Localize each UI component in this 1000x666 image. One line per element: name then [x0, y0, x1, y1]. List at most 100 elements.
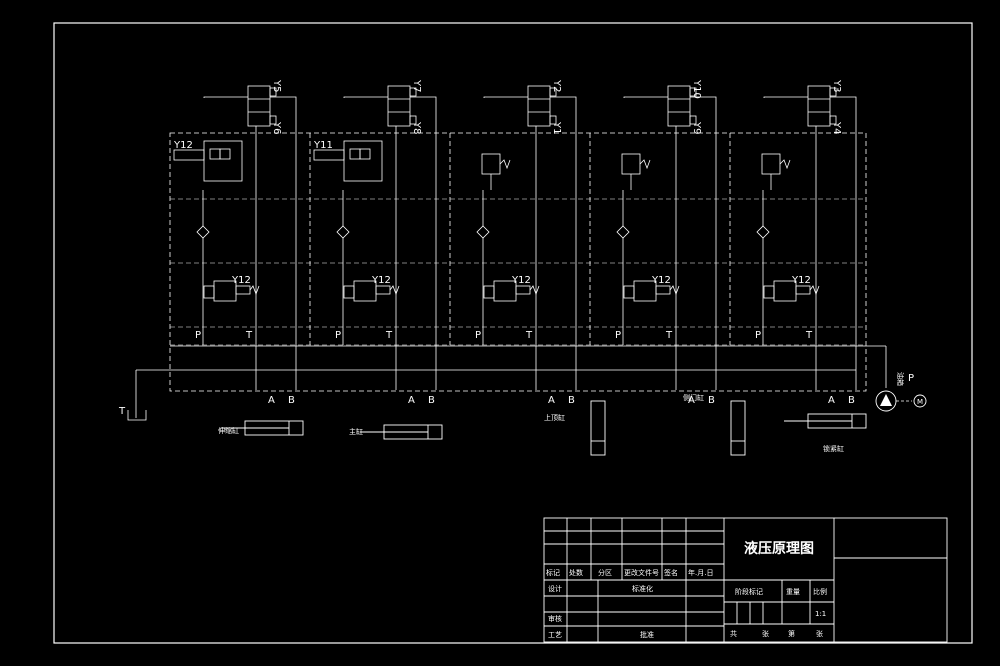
pump-source-label: 油箱 [896, 372, 905, 386]
valve-top-label: Y3 [831, 79, 842, 92]
cylinder-label: 锁紧缸 [823, 444, 844, 453]
lower-spring-icon [809, 285, 820, 296]
port-b-label: B [428, 395, 435, 406]
lower-spring-icon [389, 285, 400, 296]
title-block-text: 液压原理图 标记 处数 分区 更改文件号 签名 年.月.日 设计 标准化 审核 … [546, 540, 827, 639]
motor-icon [913, 394, 927, 408]
cylinder-3: 上顶缸 [544, 400, 606, 456]
lower-spring-icon [529, 285, 540, 296]
solenoid-top-icon [689, 87, 697, 97]
spring-icon [779, 159, 791, 170]
port-p-label: P [755, 330, 761, 341]
solenoid-bottom-icon [689, 115, 697, 125]
port-a-label: A [408, 395, 415, 406]
port-b-label: B [848, 395, 855, 406]
directional-valve-icon [807, 85, 831, 127]
lower-solenoid-icon [375, 285, 391, 295]
tb-process: 工艺 [548, 631, 562, 639]
pilot-line-left [343, 96, 388, 98]
valve-top-label: Y7 [411, 79, 422, 92]
tb-weight: 重量 [786, 588, 800, 596]
port-p-label: P [195, 330, 201, 341]
tb-design: 设计 [548, 584, 562, 593]
solenoid-top-icon [269, 87, 277, 97]
port-p-label: P [335, 330, 341, 341]
port-b-label: B [568, 395, 575, 406]
valve-bottom-label: Y4 [831, 121, 842, 134]
relief-valve-icon [481, 153, 501, 175]
spring-icon [499, 159, 511, 170]
pilot-line-left [483, 96, 528, 98]
cylinder-4: 侧门缸 [683, 393, 746, 456]
directional-valve-icon [387, 85, 411, 127]
check-valve-icon [196, 225, 210, 239]
solenoid-bottom-icon [549, 115, 557, 125]
tb-sheet2: 张 [816, 629, 823, 638]
tb-scale-label: 比例 [813, 587, 827, 596]
tank-icon [127, 410, 147, 421]
solenoid-top-icon [829, 87, 837, 97]
port-t-label: T [385, 330, 393, 341]
tank-label: T [118, 406, 126, 417]
solenoid-top-icon [409, 87, 417, 97]
cylinder-body-icon [590, 400, 606, 456]
cylinder-label: 上顶缸 [544, 413, 565, 422]
tb-header-5: 年.月.日 [688, 568, 713, 577]
cylinder-1: 伸缩缸 [218, 420, 304, 436]
lower-solenoid-icon [235, 285, 251, 295]
check-valve-icon [756, 225, 770, 239]
pump-label: P [908, 373, 914, 384]
tb-header-0: 标记 [546, 568, 560, 577]
pilot-line-left [763, 96, 808, 98]
solenoid-bottom-icon [269, 115, 277, 125]
pilot-solenoid-icon [313, 149, 345, 161]
cylinder-label: 伸缩缸 [218, 426, 239, 435]
port-b-label: B [708, 395, 715, 406]
valve-bottom-label: Y6 [271, 121, 282, 134]
lower-valve-port [203, 285, 215, 299]
relief-label: Y12 [791, 275, 811, 286]
port-t-label: T [245, 330, 253, 341]
tb-approve: 批准 [640, 630, 654, 639]
drawing-title: 液压原理图 [744, 540, 814, 557]
pilot-spool-icon [349, 148, 361, 160]
pilot-line-right [830, 96, 857, 390]
cylinder-5: 锁紧缸 [784, 413, 867, 453]
valve-top-label: Y10 [691, 79, 702, 99]
lower-solenoid-icon [655, 285, 671, 295]
valve-bottom-label: Y8 [411, 121, 422, 134]
lower-valve-port [483, 285, 495, 299]
lower-valve-port [343, 285, 355, 299]
tb-number: 第 [788, 629, 795, 638]
tb-header-1: 处数 [569, 568, 583, 577]
lower-spring-icon [249, 285, 260, 296]
cylinder-2: 主缸 [349, 424, 443, 440]
tb-review: 审核 [548, 614, 562, 623]
relief-label: Y12 [231, 275, 251, 286]
port-a-label: A [548, 395, 555, 406]
relief-label: Y12 [511, 275, 531, 286]
pilot-line-right [690, 96, 717, 390]
check-valve-icon [616, 225, 630, 239]
tb-header-4: 签名 [664, 568, 678, 577]
pilot-label: Y12 [173, 140, 193, 151]
relief-label: Y12 [651, 275, 671, 286]
pilot-valve-box [203, 140, 243, 182]
tb-sheet: 张 [762, 629, 769, 638]
lower-valve-port [763, 285, 775, 299]
port-t-label: T [525, 330, 533, 341]
pilot-line-right [270, 96, 297, 390]
valve-manifold-outline [169, 132, 867, 392]
solenoid-bottom-icon [409, 115, 417, 125]
relief-valve-icon [621, 153, 641, 175]
directional-valve-icon [247, 85, 271, 127]
relief-valve-icon [761, 153, 781, 175]
port-t-label: T [805, 330, 813, 341]
